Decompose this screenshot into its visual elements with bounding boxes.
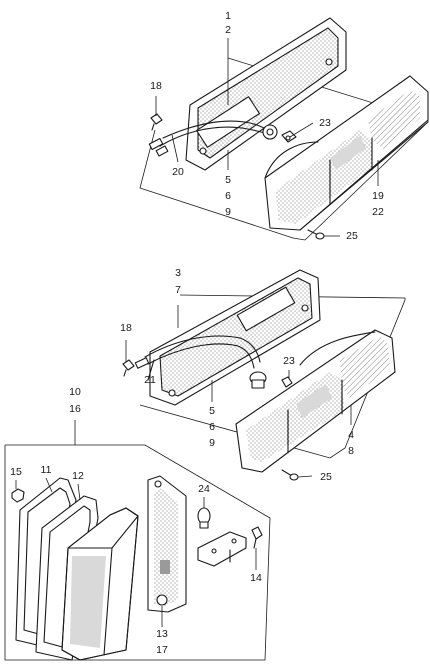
- bottom-bulb: [197, 507, 211, 529]
- callout-11: 11: [41, 464, 52, 476]
- middle-lamp-lens: [235, 329, 396, 473]
- middle-lens-screw: [281, 469, 299, 481]
- callout-5-middle: 5: [209, 405, 215, 417]
- callout-7: 7: [175, 284, 181, 296]
- callout-25-top: 25: [346, 230, 358, 242]
- leader-lines: [15, 38, 379, 627]
- callout-8: 8: [348, 445, 354, 457]
- callout-24: 24: [198, 483, 210, 495]
- callout-10: 10: [69, 386, 81, 398]
- top-lamp-lens: [264, 75, 429, 231]
- top-bulb: [281, 130, 297, 143]
- callout-9-middle: 9: [209, 437, 215, 449]
- callout-6-top: 6: [225, 190, 231, 202]
- bottom-socket-plate: [197, 531, 247, 567]
- top-wire-harness: [148, 120, 278, 157]
- callout-13: 13: [156, 628, 168, 640]
- callout-labels: 1 2 18 20 23 5 6 9 19 22 25 3 7 18 21 23…: [10, 10, 384, 656]
- callout-12: 12: [72, 470, 84, 482]
- bottom-lamp-base: [147, 475, 187, 613]
- callout-1: 1: [225, 10, 231, 22]
- top-lamp-housing: [185, 17, 347, 171]
- callout-15: 15: [10, 466, 22, 478]
- middle-wire-clip: [122, 359, 135, 377]
- callout-5-top: 5: [225, 174, 231, 186]
- callout-16: 16: [69, 403, 81, 415]
- callout-23-top: 23: [319, 117, 331, 129]
- bottom-lamp-assembly: [4, 444, 271, 661]
- callout-3: 3: [175, 267, 181, 279]
- callout-25-middle: 25: [320, 471, 332, 483]
- callout-2: 2: [225, 24, 231, 36]
- bottom-group-outline: [4, 444, 271, 661]
- callout-18-top: 18: [150, 80, 162, 92]
- callout-17: 17: [156, 644, 168, 656]
- top-wire-clip: [150, 113, 163, 131]
- callout-20: 20: [172, 166, 184, 178]
- callout-14: 14: [250, 572, 262, 584]
- middle-lamp-assembly: [122, 269, 406, 481]
- middle-bulb: [281, 376, 293, 388]
- callout-4: 4: [348, 429, 354, 441]
- callout-21: 21: [144, 374, 156, 386]
- bottom-lens-screw: [11, 488, 25, 503]
- callout-9-top: 9: [225, 206, 231, 218]
- callout-22: 22: [372, 206, 384, 218]
- top-lamp-assembly: [139, 17, 429, 241]
- callout-18-middle: 18: [120, 322, 132, 334]
- bottom-terminal: [251, 526, 263, 549]
- middle-wire-harness: [134, 335, 267, 389]
- callout-19: 19: [372, 190, 384, 202]
- bottom-lamp-lens: [61, 507, 139, 661]
- callout-23-middle: 23: [283, 355, 295, 367]
- callout-6-middle: 6: [209, 421, 215, 433]
